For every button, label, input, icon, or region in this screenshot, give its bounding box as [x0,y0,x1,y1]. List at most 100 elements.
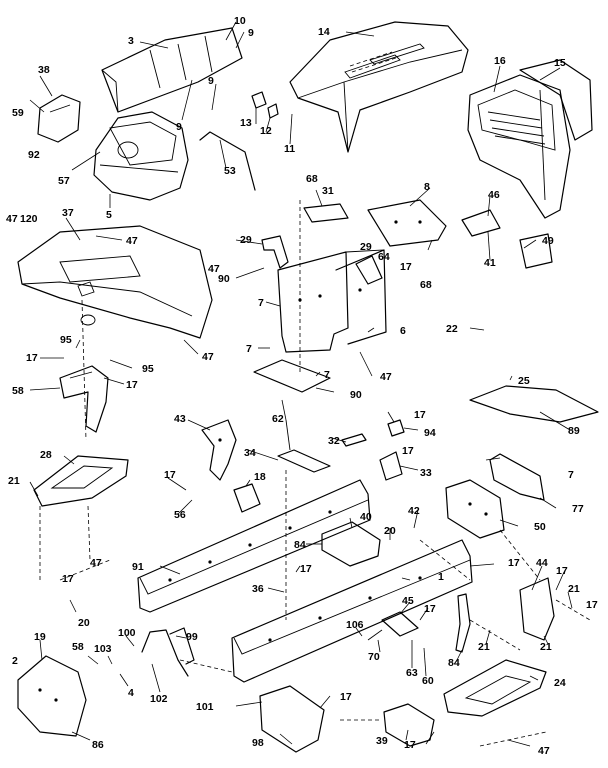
bracket-33 [379,451,403,481]
callout-15: 15 [554,57,566,69]
callout-70: 70 [368,651,380,663]
floor-plate [253,359,331,393]
bracket-29-left [261,235,289,269]
callout-40: 40 [360,511,372,523]
callout-17: 17 [404,739,416,751]
lever-84 [455,593,471,653]
callout-101: 101 [196,701,214,713]
callout-89: 89 [568,425,580,437]
callout-17: 17 [164,469,176,481]
callout-57: 57 [58,175,70,187]
callout-19: 19 [34,631,46,643]
bracket-31 [303,203,349,223]
callout-31: 31 [322,185,334,197]
callout-24: 24 [554,677,566,689]
callout-43: 43 [174,413,186,425]
callout-17: 17 [340,691,352,703]
callout-17: 17 [508,557,520,569]
callout-21: 21 [8,475,20,487]
axle-bracket [321,521,381,567]
callout-11: 11 [284,143,295,155]
callout-13: 13 [240,117,252,129]
callout-29: 29 [360,241,372,253]
callout-45: 45 [402,595,414,607]
callout-10: 10 [234,15,246,27]
callout-6: 6 [400,325,406,337]
assembly-guide-lines [39,200,591,747]
callout-106: 106 [346,619,364,631]
clip-94 [387,419,405,437]
callout-17: 17 [556,565,568,577]
callout-2: 2 [12,655,18,667]
callout-47: 47 [538,745,550,757]
fender-pan [17,225,213,339]
callout-90: 90 [350,389,362,401]
callout-3: 3 [128,35,134,47]
callout-49: 49 [542,235,554,247]
bracket-39 [383,703,435,747]
callout-8: 8 [424,181,430,193]
callout-9: 9 [248,27,254,39]
bracket-49 [519,233,553,269]
callout-9: 9 [208,75,214,87]
callout-47: 47 [380,371,392,383]
callout-58: 58 [72,641,84,653]
callout-41: 41 [484,257,496,269]
callout-39: 39 [376,735,388,747]
footrest-right [443,659,547,717]
callout-9: 9 [176,121,182,133]
bracket-29-right [355,255,383,285]
callout-47: 47 [126,235,138,247]
frame-rail-right [231,539,473,683]
support-rod [199,131,256,191]
clip-12-13 [251,91,279,119]
callout-77: 77 [572,503,584,515]
callout-labels: 3 10 9 9 9 14 16 15 38 59 92 57 5 53 13 … [6,15,598,757]
callout-36: 36 [252,583,264,595]
callout-44: 44 [536,557,548,569]
hood-side-panel [101,27,243,113]
callout-46: 46 [488,189,500,201]
leader-lines [29,21,573,747]
firewall-panel [277,249,387,353]
callout-68: 68 [420,279,432,291]
mounting-plate-92 [37,94,81,143]
callout-21: 21 [568,583,580,595]
callout-4: 4 [128,687,134,699]
callout-64: 64 [378,251,390,263]
front-support-plate [17,655,87,737]
callout-37: 37 [62,207,74,219]
hood-bracket-58 [59,365,109,433]
callout-25: 25 [518,375,530,387]
callout-99: 99 [186,631,198,643]
callout-21: 21 [540,641,552,653]
rear-plate-77 [489,453,545,501]
callout-47: 47 [208,263,220,275]
callout-7: 7 [258,297,264,309]
callout-63: 63 [406,667,418,679]
callout-16: 16 [494,55,506,67]
callout-7: 7 [246,343,252,355]
callout-92: 92 [28,149,40,161]
rear-apron [469,385,599,423]
callout-17: 17 [400,261,412,273]
footrest-left [33,455,129,507]
callout-1: 1 [438,571,444,583]
callout-59: 59 [12,107,24,119]
callout-17: 17 [402,445,414,457]
callout-12: 12 [260,125,272,137]
callout-20: 20 [384,525,396,537]
callout-5: 5 [106,209,112,221]
callout-95: 95 [60,334,72,346]
callout-84: 84 [448,657,460,669]
bracket-43 [201,419,237,481]
callout-22: 22 [446,323,458,335]
callout-17: 17 [424,603,436,615]
callout-90: 90 [218,273,230,285]
callout-17: 17 [586,599,598,611]
rear-crossmember [445,479,505,539]
linkage-34 [277,419,331,473]
callout-17: 17 [62,573,74,585]
frame-rail-left [137,479,371,613]
